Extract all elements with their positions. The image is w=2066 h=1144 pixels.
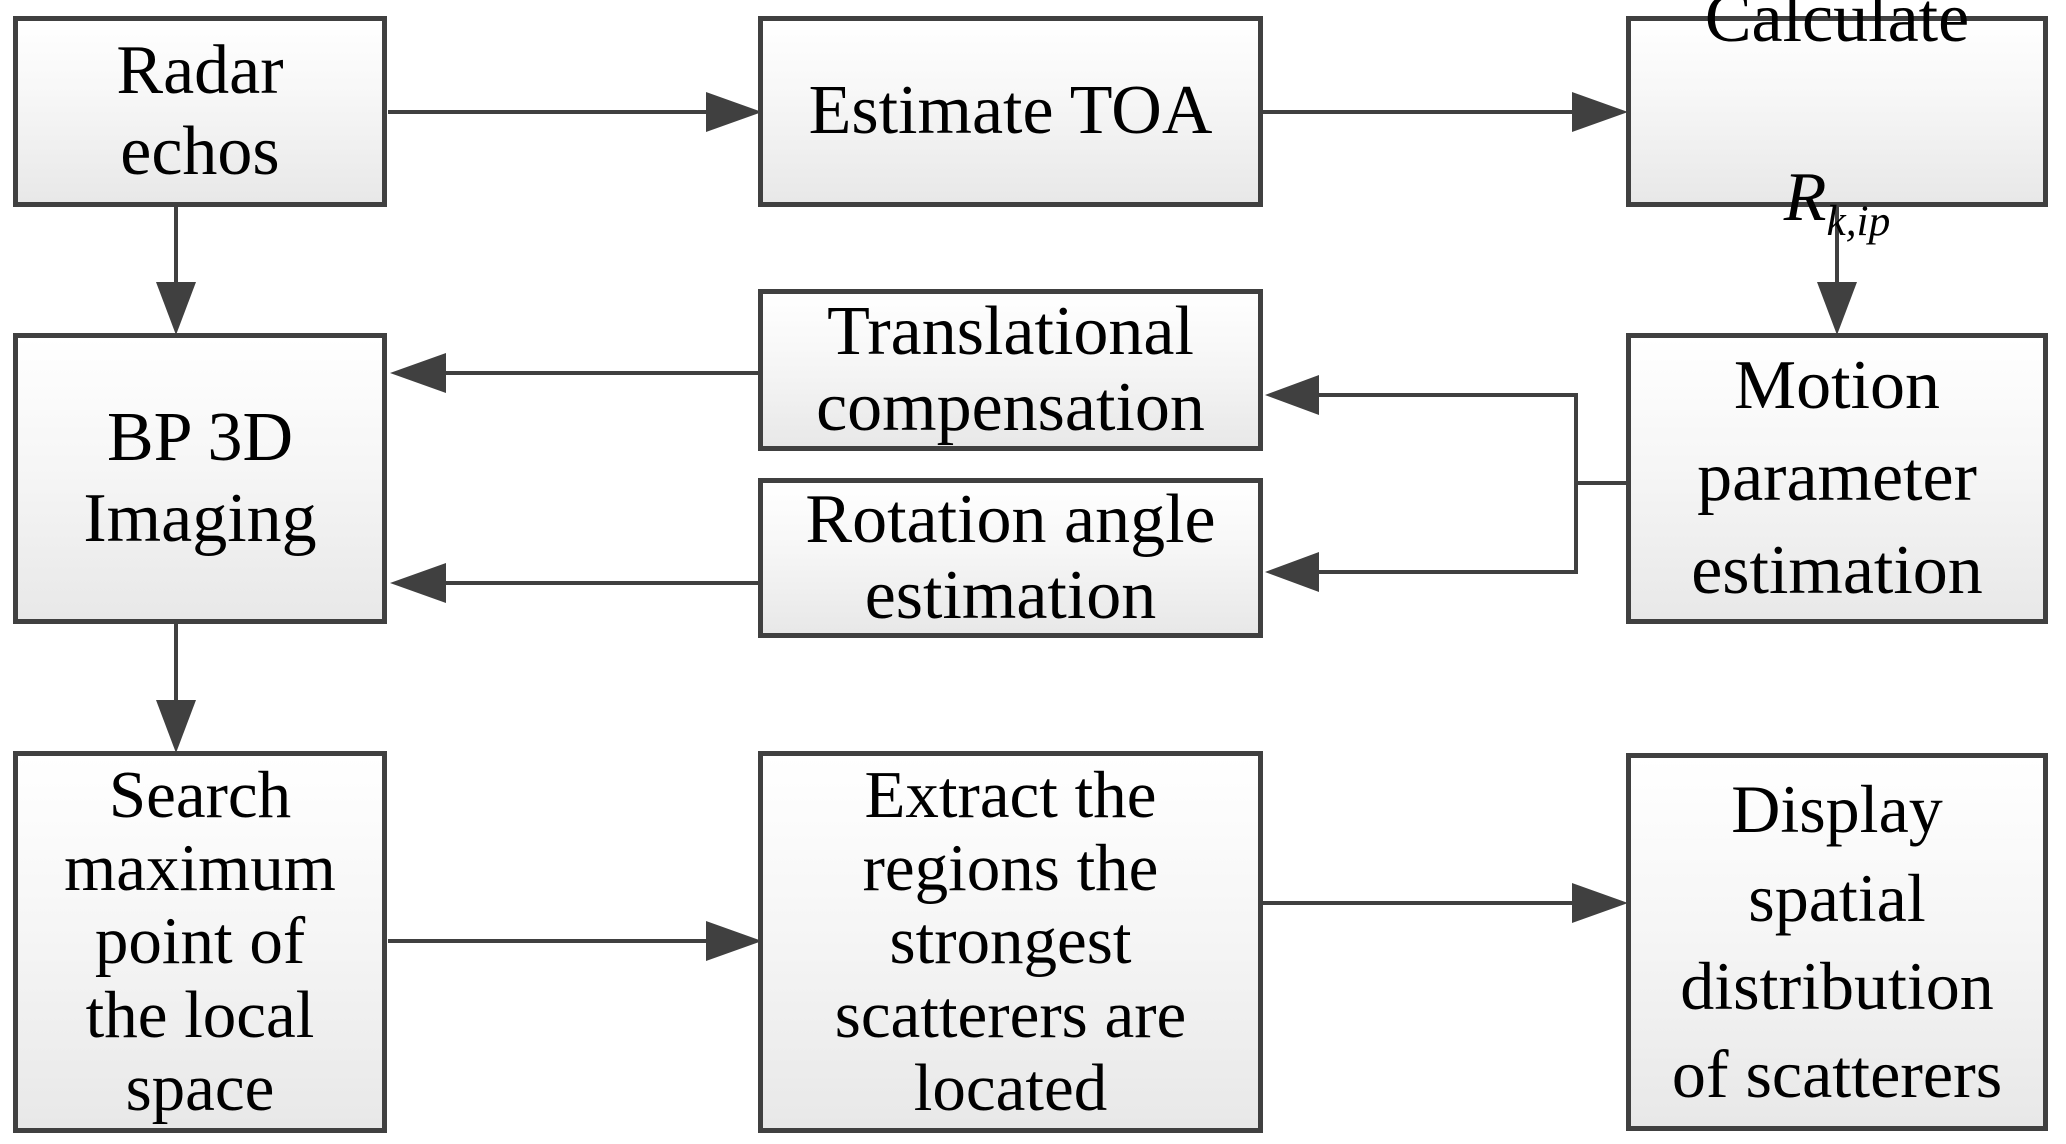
box-rotation-angle-estimation: Rotation angle estimation	[758, 478, 1263, 638]
box-rotation-angle-estimation-label: Rotation angle estimation	[805, 481, 1216, 634]
calculate-r-symbol: R	[1783, 158, 1827, 236]
calculate-r-subscript: k,ip	[1826, 196, 1891, 245]
arrowhead-motion-to-rotation	[1265, 552, 1319, 592]
box-translational-compensation: Translational compensation	[758, 289, 1263, 451]
arrowhead-calculate-to-motion	[1817, 282, 1857, 335]
box-motion-parameter-estimation: Motion parameter estimation	[1626, 333, 2048, 624]
arrowhead-estimate-to-calculate	[1572, 92, 1628, 132]
box-calculate-r-label: Calculate Rk,ip	[1631, 0, 2043, 339]
box-search-maximum-point-label: Search maximum point of the local space	[64, 758, 336, 1125]
box-estimate-toa-label: Estimate TOA	[808, 72, 1213, 150]
box-display-distribution-label: Display spatial distribution of scattere…	[1671, 771, 2003, 1113]
arrowhead-radar-to-bp	[156, 282, 196, 335]
box-search-maximum-point: Search maximum point of the local space	[13, 751, 387, 1133]
arrowhead-translational-to-bp	[390, 353, 446, 393]
box-extract-regions: Extract the regions the strongest scatte…	[758, 751, 1263, 1133]
box-estimate-toa: Estimate TOA	[758, 16, 1263, 207]
box-translational-compensation-label: Translational compensation	[816, 293, 1205, 446]
box-motion-parameter-estimation-label: Motion parameter estimation	[1691, 346, 1983, 609]
arrowhead-rotation-to-bp	[390, 563, 446, 603]
arrowhead-search-to-extract	[706, 921, 762, 961]
arrowhead-bp-to-search	[156, 700, 196, 753]
arrowhead-extract-to-display	[1572, 883, 1628, 923]
box-radar-echos: Radar echos	[13, 16, 387, 207]
arrowhead-motion-to-translational	[1265, 375, 1319, 415]
box-calculate-r: Calculate Rk,ip	[1626, 0, 2048, 245]
calculate-r-line1: Calculate	[1704, 0, 1970, 57]
box-bp-3d-imaging-label: BP 3D Imaging	[83, 399, 317, 557]
calculate-r-formula: Rk,ip	[1631, 153, 2043, 250]
box-display-distribution: Display spatial distribution of scattere…	[1626, 753, 2048, 1131]
box-radar-echos-label: Radar echos	[116, 32, 284, 190]
box-bp-3d-imaging: BP 3D Imaging	[13, 333, 387, 624]
box-extract-regions-label: Extract the regions the strongest scatte…	[834, 758, 1187, 1125]
arrowhead-radar-to-estimate	[706, 92, 762, 132]
